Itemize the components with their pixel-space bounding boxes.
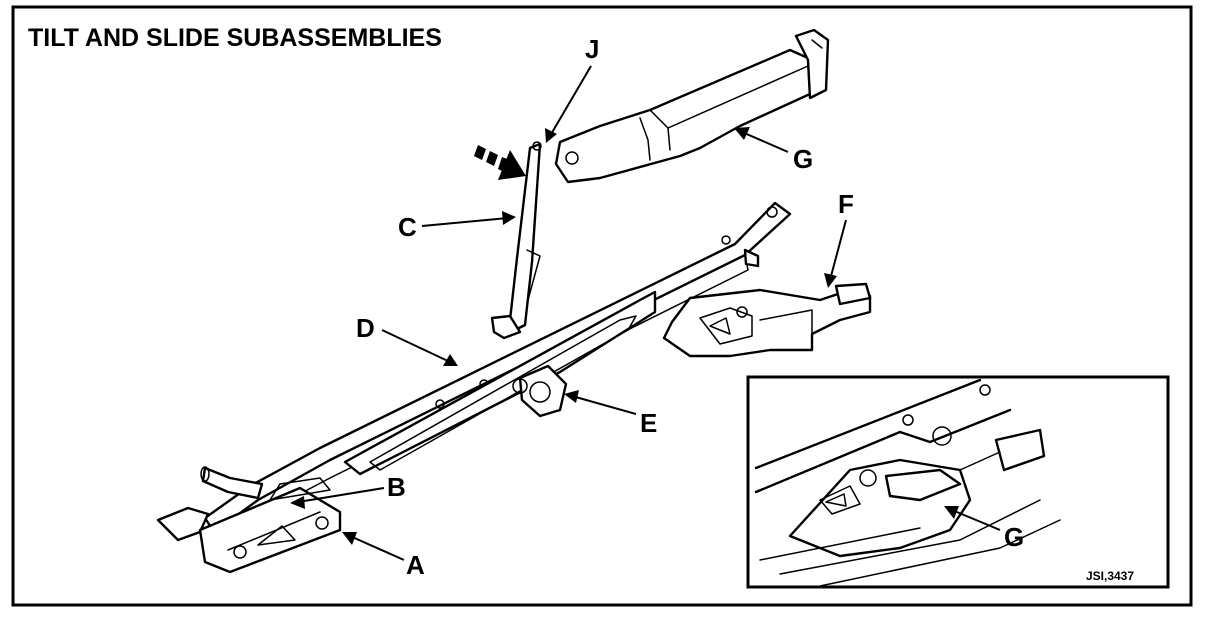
svg-text:G: G: [1004, 522, 1024, 552]
svg-text:E: E: [640, 408, 657, 438]
svg-text:G: G: [793, 144, 813, 174]
main-rail-assembly: [156, 201, 792, 574]
callout-e: E: [564, 390, 657, 438]
svg-text:J: J: [585, 34, 599, 64]
callout-c: C: [398, 211, 516, 242]
callout-f: F: [824, 189, 854, 288]
callout-g: G: [944, 506, 1024, 552]
svg-text:D: D: [356, 313, 375, 343]
svg-text:A: A: [406, 550, 425, 580]
svg-text:F: F: [838, 189, 854, 219]
diagram-title: TILT AND SLIDE SUBASSEMBLIES: [28, 24, 442, 52]
svg-text:C: C: [398, 212, 417, 242]
figure-id: JSI,3437: [1086, 569, 1134, 583]
callout-h: G: [734, 127, 813, 174]
svg-text:B: B: [387, 472, 406, 502]
callout-b: B: [290, 472, 406, 509]
callout-j: J: [545, 34, 599, 143]
inset-detail: JSI,3437: [746, 375, 1170, 589]
tilt-lever: [490, 141, 542, 340]
push-direction-arrow: [474, 145, 526, 180]
callout-a: A: [342, 532, 425, 580]
upper-bracket: [554, 28, 830, 184]
outer-frame: [11, 5, 1193, 607]
slide-latch: [662, 282, 872, 358]
callout-d: D: [356, 313, 458, 366]
